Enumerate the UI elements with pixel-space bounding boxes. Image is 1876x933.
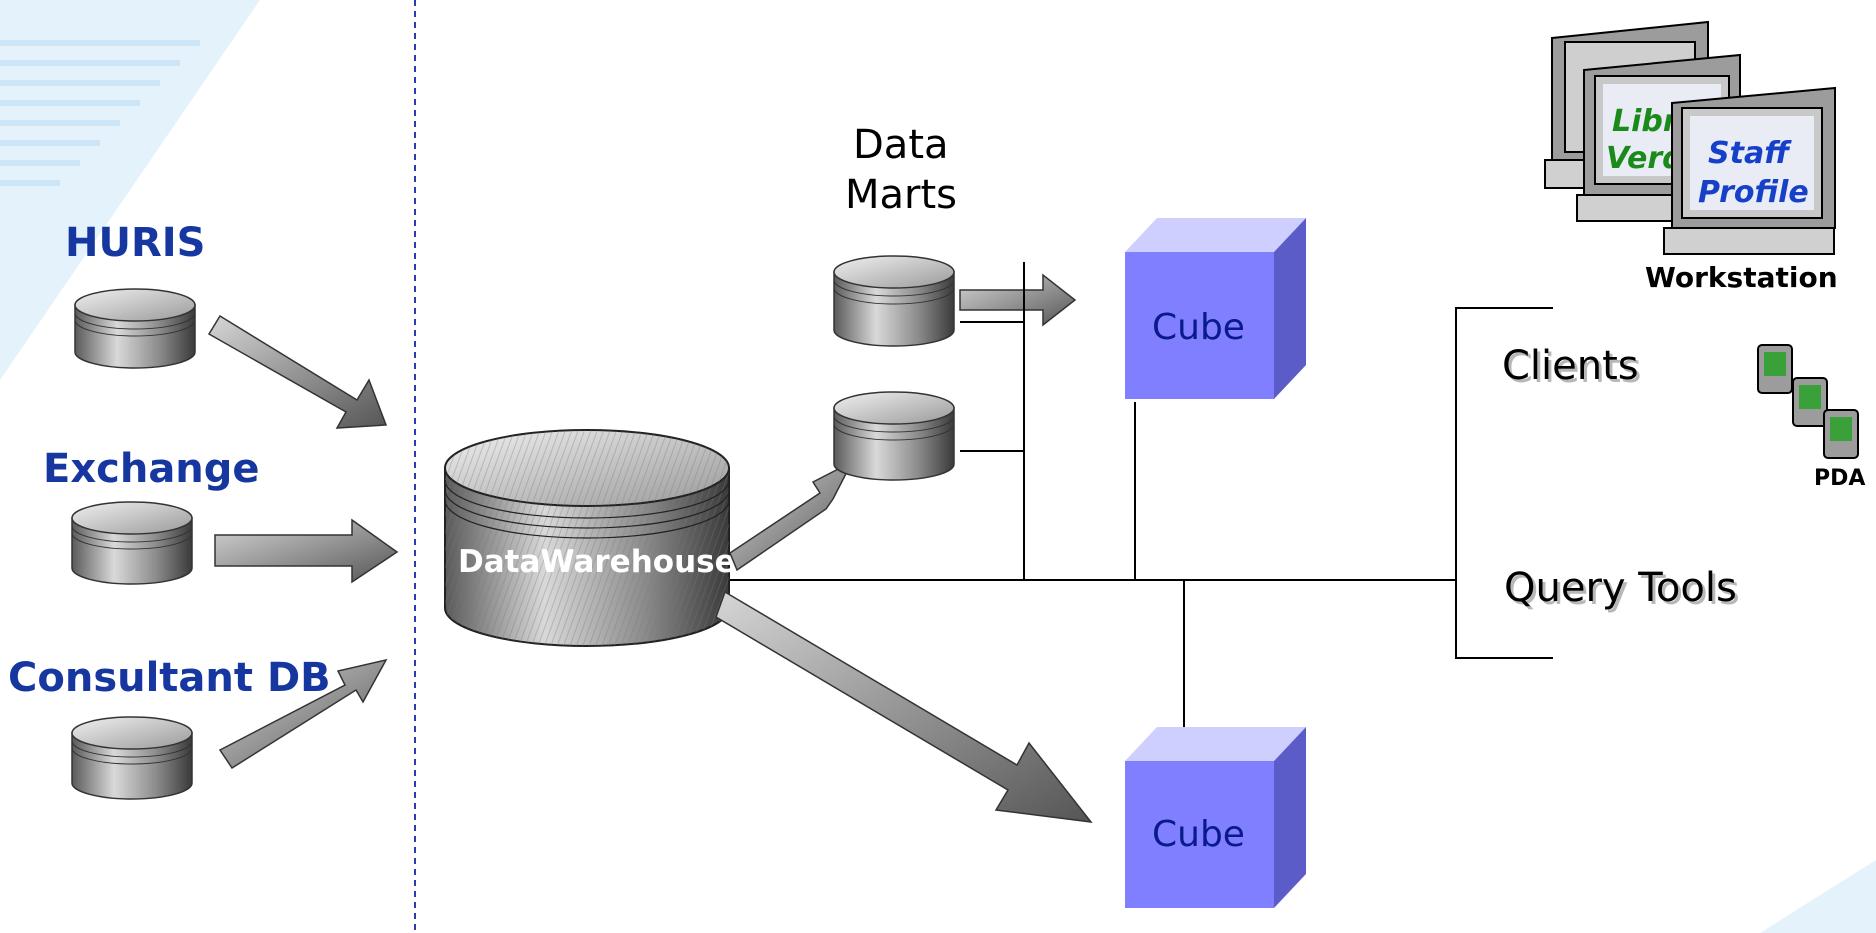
- pda-icon: [1823, 409, 1859, 459]
- arrow-warehouse-to-datamart: [729, 460, 854, 572]
- arrow-warehouse-to-cube: [715, 590, 1093, 823]
- pda-group: PDA: [1757, 344, 1865, 491]
- cube-lower: Cube: [1125, 727, 1306, 908]
- cube-label-lower: Cube: [1152, 814, 1245, 855]
- warehouse-label: DataWarehouse: [458, 544, 736, 580]
- workstation-group: Libr Verd Staff Profile Workstation: [1544, 20, 1838, 294]
- computer-icon: Staff Profile: [1663, 86, 1836, 255]
- warehouse-arrows: [715, 460, 1093, 823]
- arrow-exchange-to-warehouse: [214, 518, 399, 584]
- source-exchange: Exchange: [43, 446, 260, 585]
- pda-icon: [1757, 344, 1793, 394]
- database-icon: [833, 255, 955, 347]
- clients-label-shadow: Clients: [1505, 346, 1642, 392]
- database-icon: [71, 501, 193, 585]
- query-tools-label: Query Tools: [1504, 565, 1737, 611]
- source-arrows: [207, 314, 399, 770]
- pda-label: PDA: [1814, 466, 1865, 491]
- query-tools-label-shadow: Query Tools: [1507, 568, 1740, 614]
- data-marts: Data Marts: [833, 122, 957, 481]
- database-icon: [833, 391, 955, 481]
- source-consultant-db: Consultant DB: [8, 655, 331, 800]
- cube-upper: Cube: [1125, 218, 1306, 399]
- screen-text-profile: Profile: [1698, 175, 1809, 210]
- source-label-consultant-db: Consultant DB: [8, 655, 331, 701]
- data-marts-label-line1: Data: [853, 122, 949, 168]
- screen-text-library-line1: Libr: [1612, 104, 1680, 139]
- workstation-label: Workstation: [1645, 261, 1838, 294]
- database-icon: [71, 716, 193, 800]
- cube-label-upper: Cube: [1152, 307, 1245, 348]
- pda-icon: [1792, 377, 1828, 427]
- screen-text-staff: Staff: [1708, 136, 1792, 171]
- data-warehouse: DataWarehouse: [444, 429, 736, 647]
- source-label-huris: HURIS: [65, 220, 205, 266]
- arrow-huris-to-warehouse: [207, 314, 388, 429]
- source-label-exchange: Exchange: [43, 446, 260, 492]
- database-icon: [74, 288, 196, 369]
- arrow-datamart-to-cube: [959, 273, 1077, 327]
- source-huris: HURIS: [65, 220, 205, 369]
- arrow-consultant-to-warehouse: [218, 658, 388, 770]
- clients-label: Clients: [1502, 343, 1639, 389]
- data-marts-label-line2: Marts: [845, 172, 957, 218]
- connector-lines: [730, 262, 1553, 740]
